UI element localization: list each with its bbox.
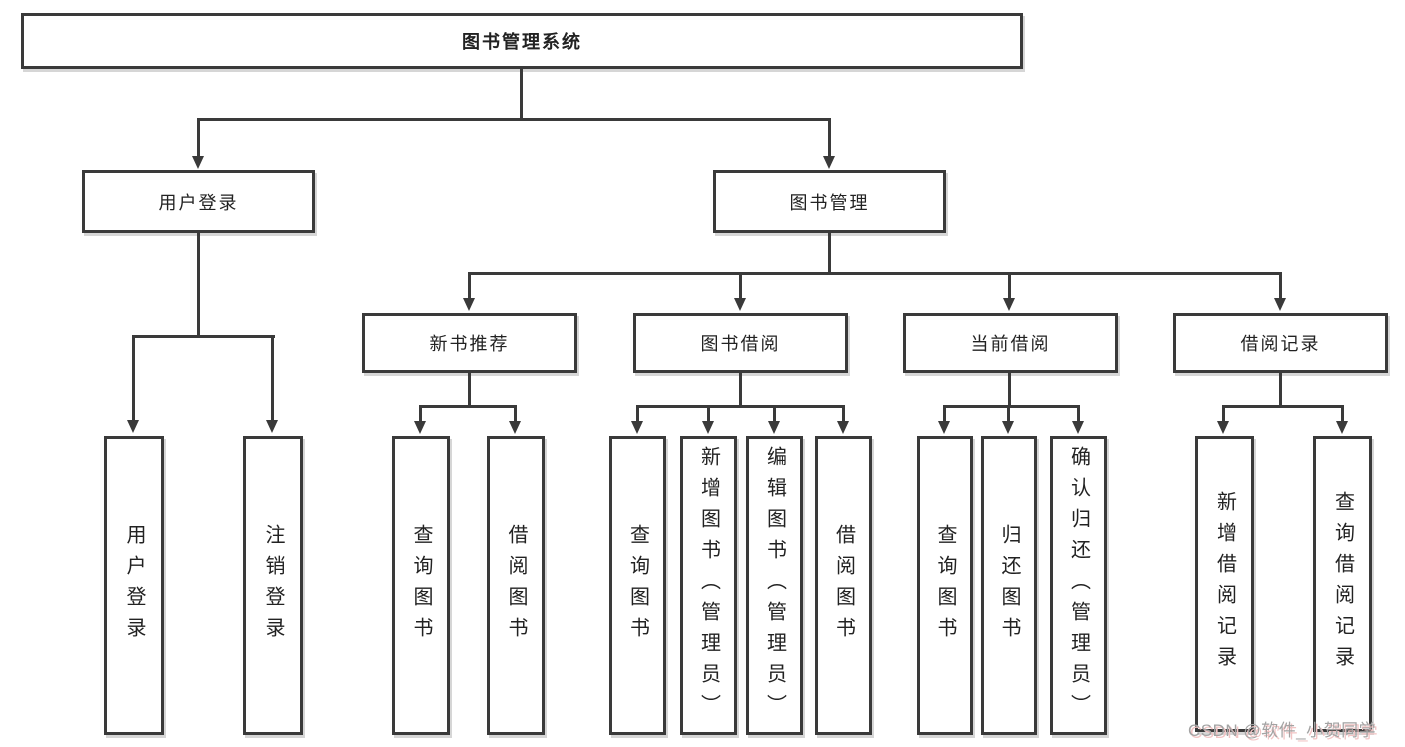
connector-drop-leaf (1007, 405, 1010, 422)
connector-drop-leaf (271, 335, 274, 420)
connector-root-trunk (520, 69, 523, 119)
connector-drop-new-book (468, 272, 471, 298)
connector-drop-borrow-record (1279, 272, 1282, 298)
connector-drop-leaf (842, 405, 845, 422)
node-book-management: 图书管理 (713, 170, 946, 233)
connector-drop-leaf (1222, 405, 1225, 422)
node-library-system: 图书管理系统 (21, 13, 1023, 69)
connector-drop-leaf (773, 405, 776, 422)
connector-book-management-trunk (828, 233, 831, 272)
leaf-label: 查询借阅记录 (1331, 491, 1354, 677)
leaf-edit-book-admin: 编辑图书（管理员） (746, 436, 803, 735)
connector-drop-leaf (943, 405, 946, 422)
connector-drop-book-management (828, 118, 831, 156)
connector-borrow-record-split (1222, 405, 1344, 408)
leaf-label: 查询图书 (410, 523, 432, 648)
arrow-down-icon (1002, 421, 1014, 434)
leaf-borrow-books-recommend: 借阅图书 (487, 436, 545, 735)
node-book-borrowing: 图书借阅 (633, 313, 848, 373)
connector-level3-split (468, 272, 1282, 275)
connector-drop-leaf (1341, 405, 1344, 422)
leaf-label: 查询图书 (626, 523, 649, 648)
arrow-down-icon (837, 421, 849, 434)
leaf-query-books-recommend: 查询图书 (392, 436, 450, 735)
leaf-query-borrow-record: 查询借阅记录 (1313, 436, 1372, 732)
arrow-down-icon (509, 421, 521, 434)
arrow-down-icon (702, 421, 714, 434)
arrow-down-icon (1217, 421, 1229, 434)
leaf-label: 注销登录 (262, 523, 284, 648)
connector-current-borrow-trunk (1008, 373, 1011, 405)
arrow-down-icon (1072, 421, 1084, 434)
arrow-down-icon (631, 421, 643, 434)
node-borrowing-records: 借阅记录 (1173, 313, 1388, 373)
arrow-down-icon (1336, 421, 1348, 434)
arrow-down-icon (734, 298, 746, 311)
arrow-down-icon (1003, 298, 1015, 311)
leaf-user-login: 用户登录 (104, 436, 164, 735)
leaf-query-books-borrow: 查询图书 (609, 436, 666, 735)
arrow-down-icon (192, 156, 204, 169)
connector-drop-leaf (636, 405, 639, 422)
leaf-label: 借阅图书 (505, 523, 527, 648)
arrow-down-icon (938, 421, 950, 434)
connector-drop-book-borrow (739, 272, 742, 298)
leaf-query-books-current: 查询图书 (917, 436, 973, 735)
arrow-down-icon (414, 421, 426, 434)
leaf-confirm-return-admin: 确认归还（管理员） (1050, 436, 1107, 735)
leaf-logout: 注销登录 (243, 436, 303, 735)
node-current-borrowing: 当前借阅 (903, 313, 1118, 373)
connector-current-borrow-split (943, 405, 1080, 408)
arrow-down-icon (768, 421, 780, 434)
leaf-label: 新增借阅记录 (1213, 491, 1236, 677)
connector-new-book-trunk (468, 373, 471, 405)
connector-drop-user-login (197, 118, 200, 156)
leaf-label: 用户登录 (123, 523, 145, 648)
connector-level2-split (197, 118, 831, 121)
connector-user-login-split (132, 335, 275, 338)
leaf-borrow-books: 借阅图书 (815, 436, 872, 735)
node-user-login: 用户登录 (82, 170, 315, 233)
leaf-add-book-admin: 新增图书（管理员） (680, 436, 737, 735)
connector-drop-current-borrow (1008, 272, 1011, 298)
leaf-label: 编辑图书（管理员） (763, 446, 786, 725)
arrow-down-icon (823, 156, 835, 169)
leaf-label: 借阅图书 (832, 523, 855, 648)
arrow-down-icon (1274, 298, 1286, 311)
csdn-watermark: CSDN @软件_小贺同学 (1188, 721, 1377, 740)
connector-book-borrow-split (636, 405, 845, 408)
leaf-label: 归还图书 (998, 523, 1020, 648)
connector-new-book-split (419, 405, 517, 408)
arrow-down-icon (266, 420, 278, 433)
connector-drop-leaf (1077, 405, 1080, 422)
connector-user-login-trunk (197, 233, 200, 335)
leaf-return-books: 归还图书 (981, 436, 1037, 735)
leaf-label: 确认归还（管理员） (1067, 446, 1090, 725)
connector-drop-leaf (707, 405, 710, 422)
arrow-down-icon (463, 298, 475, 311)
connector-borrow-record-trunk (1279, 373, 1282, 405)
connector-book-borrow-trunk (739, 373, 742, 405)
leaf-add-borrow-record: 新增借阅记录 (1195, 436, 1254, 732)
connector-drop-leaf (514, 405, 517, 422)
connector-drop-leaf (419, 405, 422, 422)
node-new-book-recommendation: 新书推荐 (362, 313, 577, 373)
leaf-label: 查询图书 (934, 523, 956, 648)
connector-drop-leaf (132, 335, 135, 420)
arrow-down-icon (127, 420, 139, 433)
leaf-label: 新增图书（管理员） (697, 446, 720, 725)
